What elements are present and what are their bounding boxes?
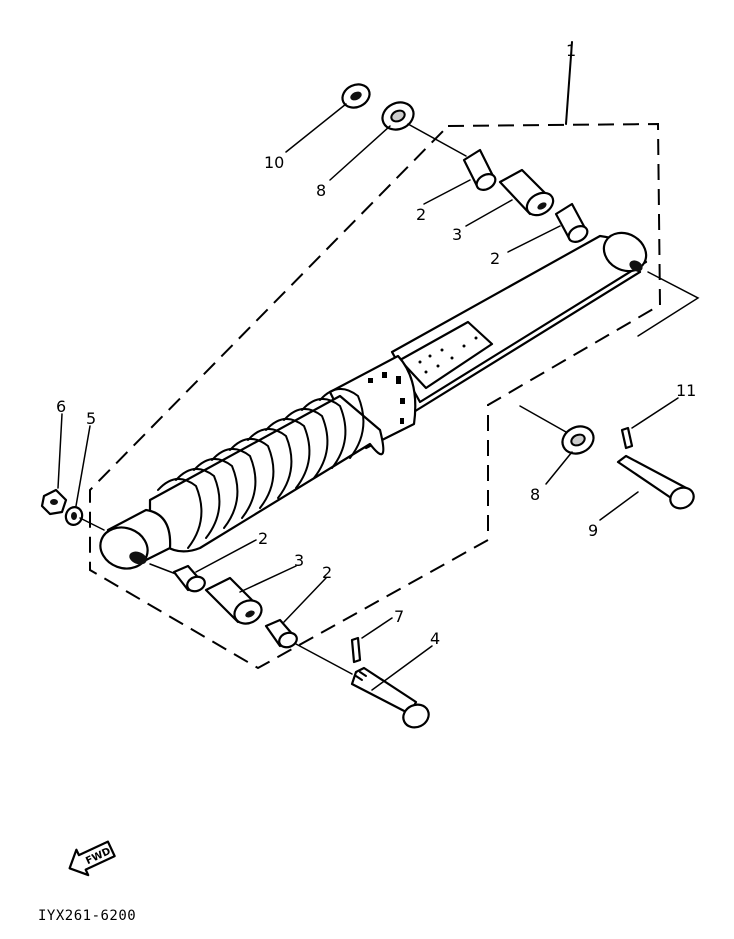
collar-part-2-upper-b — [554, 202, 589, 243]
lower-mount-eye — [99, 508, 172, 570]
seal-part-8-upper — [381, 101, 415, 131]
forward-arrow-icon: FWD — [68, 840, 116, 877]
callout-7: 7 — [394, 607, 404, 626]
callout-8-lower: 8 — [530, 485, 540, 504]
callout-2-upper-b: 2 — [490, 249, 500, 268]
nut-part-6 — [40, 488, 68, 516]
bolt-part-4 — [350, 666, 430, 729]
callout-8-upper: 8 — [316, 181, 326, 200]
coil-spring — [148, 388, 385, 553]
callout-3-lower: 3 — [294, 551, 304, 570]
assembly-reference-line — [565, 41, 573, 125]
callout-10: 10 — [264, 153, 284, 172]
callout-2-lower-a: 2 — [258, 529, 268, 548]
callout-4: 4 — [430, 629, 440, 648]
cotter-pin-part-11 — [620, 426, 634, 450]
callout-6: 6 — [56, 397, 66, 416]
callout-3-upper: 3 — [452, 225, 462, 244]
pin-part-9 — [616, 454, 695, 510]
collar-part-2-lower-b — [264, 618, 298, 649]
drawing-code: IYX261-6200 — [38, 908, 136, 924]
washer-part-5 — [64, 506, 84, 526]
leader-lines — [57, 103, 679, 691]
callout-2-lower-b: 2 — [322, 563, 332, 582]
callout-9: 9 — [588, 521, 598, 540]
assembly-boundary-dashed — [89, 122, 662, 670]
cotter-pin-part-7 — [350, 636, 362, 664]
callout-5: 5 — [86, 409, 96, 428]
collar-part-2-lower-a — [172, 564, 206, 593]
collar-part-2-upper-a — [462, 148, 497, 191]
callout-11: 11 — [676, 381, 696, 400]
washer-part-10 — [341, 83, 371, 109]
callout-1: 1 — [566, 41, 576, 60]
seal-part-8-lower — [561, 425, 595, 455]
bushing-part-3-lower — [204, 576, 263, 625]
damper-warning-label — [398, 320, 494, 390]
callout-2-upper-a: 2 — [416, 205, 426, 224]
bushing-part-3-upper — [498, 168, 555, 217]
